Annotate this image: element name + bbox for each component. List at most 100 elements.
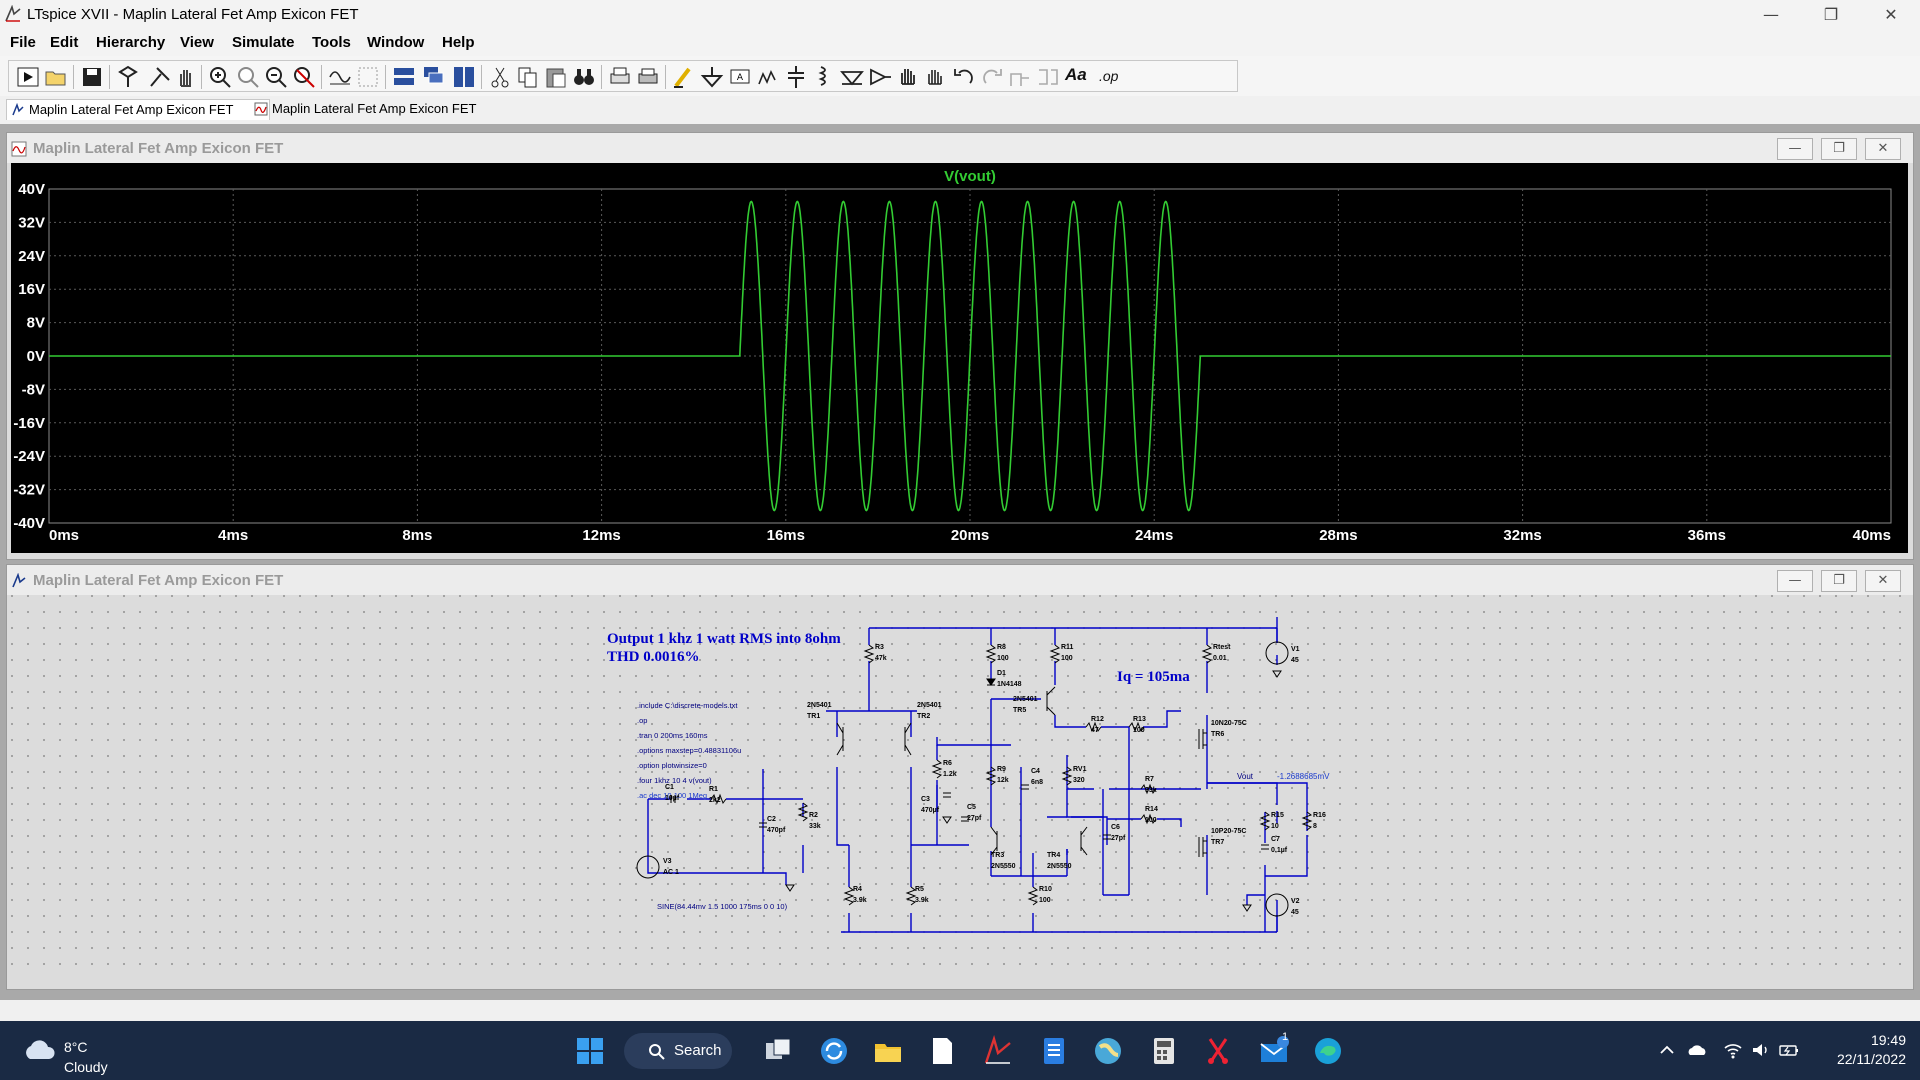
halt-icon[interactable]	[147, 64, 173, 90]
component-label-r11[interactable]: 100	[1061, 655, 1073, 662]
component-label-tr2[interactable]: TR2	[917, 713, 930, 720]
schematic-minimize-button[interactable]: —	[1777, 570, 1813, 592]
component-label-c5[interactable]: C5	[967, 804, 976, 811]
component-label-d1[interactable]: 1N4148	[997, 681, 1022, 688]
menu-window[interactable]: Window	[367, 34, 425, 51]
component-label-r2[interactable]: R2	[809, 812, 818, 819]
component-label-tr1[interactable]: 2N5401	[807, 702, 832, 709]
start-icon[interactable]	[574, 1035, 606, 1067]
find-binoculars-icon[interactable]	[571, 64, 597, 90]
component-label-r9[interactable]: R9	[997, 766, 1006, 773]
spice-directive[interactable]: .ac dec 10 100 1Meg	[637, 791, 707, 800]
schematic-close-button[interactable]: ✕	[1865, 570, 1901, 592]
component-label-v2[interactable]: V2	[1291, 898, 1300, 905]
volume-icon[interactable]	[1750, 1039, 1772, 1061]
component-label-tr2[interactable]: 2N5401	[917, 702, 942, 709]
schematic-maximize-button[interactable]: ❐	[1821, 570, 1857, 592]
component-label-r2[interactable]: 33k	[809, 823, 821, 830]
component-label-c3[interactable]: C3	[921, 796, 930, 803]
component-label-r5[interactable]: R5	[915, 886, 924, 893]
spice-directive[interactable]: .four 1khz 10 4 v(vout)	[637, 776, 712, 785]
component-label-v3[interactable]: V3	[663, 858, 672, 865]
component-label-v1[interactable]: V1	[1291, 646, 1300, 653]
component-label-r15[interactable]: 10	[1271, 823, 1279, 830]
component-label-v1[interactable]: 45	[1291, 657, 1299, 664]
component-label-v2[interactable]: 45	[1291, 909, 1299, 916]
globe-app-icon[interactable]	[1092, 1035, 1124, 1067]
spice-directive[interactable]: .include C:\discrete-models.txt	[637, 701, 738, 710]
component-label-r14[interactable]: R14	[1145, 806, 1158, 813]
component-label-tr1[interactable]: TR1	[807, 713, 820, 720]
component-label-c7[interactable]: C7	[1271, 836, 1280, 843]
edge-browser-icon[interactable]	[1312, 1035, 1344, 1067]
component-label-r10[interactable]: 100	[1039, 897, 1051, 904]
close-button[interactable]: ✕	[1884, 5, 1898, 24]
waveform-minimize-button[interactable]: —	[1777, 138, 1813, 160]
undo-icon[interactable]	[951, 64, 977, 90]
component-label-r12[interactable]: R12	[1091, 716, 1104, 723]
onedrive-cloud-icon[interactable]	[1686, 1039, 1708, 1061]
weather-widget[interactable]: 8°C Cloudy	[18, 1029, 178, 1075]
component-label-c6[interactable]: 27pf	[1111, 835, 1126, 842]
component-label-tr3[interactable]: 2N5550	[991, 863, 1016, 870]
control-panel-icon[interactable]	[115, 64, 141, 90]
spice-directive[interactable]: .option plotwinsize=0	[637, 761, 707, 770]
draw-wire-icon[interactable]	[671, 64, 697, 90]
notepad-icon[interactable]	[926, 1035, 958, 1067]
zoom-out-icon[interactable]	[263, 64, 289, 90]
copy-icon[interactable]	[515, 64, 541, 90]
calculator-icon[interactable]	[1148, 1035, 1180, 1067]
component-label-c2[interactable]: C2	[767, 816, 776, 823]
component-label-tr6[interactable]: 10N20-75C	[1211, 720, 1247, 727]
component-label-c6[interactable]: C6	[1111, 824, 1120, 831]
component-label-r7[interactable]: 33k	[1145, 787, 1157, 794]
open-folder-icon[interactable]	[43, 64, 69, 90]
save-icon[interactable]	[79, 64, 105, 90]
menu-simulate[interactable]: Simulate	[232, 34, 295, 51]
component-label-r1[interactable]: R1	[709, 786, 718, 793]
zoom-fit-icon[interactable]	[235, 64, 261, 90]
resistor-icon[interactable]	[755, 64, 781, 90]
component-label-tr6[interactable]: TR6	[1211, 731, 1224, 738]
waveform-close-button[interactable]: ✕	[1865, 138, 1901, 160]
autorange-icon[interactable]	[327, 64, 353, 90]
component-label-r7[interactable]: R7	[1145, 776, 1154, 783]
sync-app-icon[interactable]	[818, 1035, 850, 1067]
component-label-tr7[interactable]: TR7	[1211, 839, 1224, 846]
restore-button[interactable]: ❐	[1823, 5, 1839, 24]
wifi-icon[interactable]	[1722, 1039, 1744, 1061]
text-tool-button[interactable]: Aa	[1065, 65, 1087, 84]
drag-hand-icon[interactable]	[923, 64, 949, 90]
cascade-windows-icon[interactable]	[421, 64, 447, 90]
menu-view[interactable]: View	[180, 34, 214, 51]
component-icon[interactable]	[867, 64, 893, 90]
component-label-r13[interactable]: R13	[1133, 716, 1146, 723]
component-label-tr5[interactable]: 2N5401	[1013, 696, 1038, 703]
component-label-rtest[interactable]: Rtest	[1213, 644, 1231, 651]
component-label-c7[interactable]: 0.1µf	[1271, 847, 1288, 854]
component-label-c1[interactable]: C1	[665, 784, 674, 791]
component-label-c4[interactable]: 6n8	[1031, 779, 1043, 786]
component-label-r3[interactable]: R3	[875, 644, 884, 651]
cut-icon[interactable]	[487, 64, 513, 90]
ground-icon[interactable]	[699, 64, 725, 90]
tile-vertical-icon[interactable]	[451, 64, 477, 90]
tab-waveform[interactable]: Maplin Lateral Fet Amp Exicon FET	[250, 99, 512, 119]
component-label-r13[interactable]: 100	[1133, 727, 1145, 734]
tab-schematic[interactable]: Maplin Lateral Fet Amp Exicon FET	[6, 99, 270, 120]
component-label-tr3[interactable]: TR3	[991, 852, 1004, 859]
inductor-icon[interactable]	[811, 64, 837, 90]
component-label-r10[interactable]: R10	[1039, 886, 1052, 893]
component-label-r16[interactable]: 8	[1313, 823, 1317, 830]
pan-hand-icon[interactable]	[173, 64, 199, 90]
run-icon[interactable]	[15, 64, 41, 90]
source-definition[interactable]: SINE(84.44mv 1.5 1000 175ms 0 0 10)	[657, 902, 788, 911]
waveform-maximize-button[interactable]: ❐	[1821, 138, 1857, 160]
component-label-d1[interactable]: D1	[997, 670, 1006, 677]
menu-help[interactable]: Help	[442, 34, 475, 51]
component-label-tr5[interactable]: TR5	[1013, 707, 1026, 714]
tile-horizontal-icon[interactable]	[391, 64, 417, 90]
taskbar-search[interactable]: Search	[624, 1033, 732, 1069]
